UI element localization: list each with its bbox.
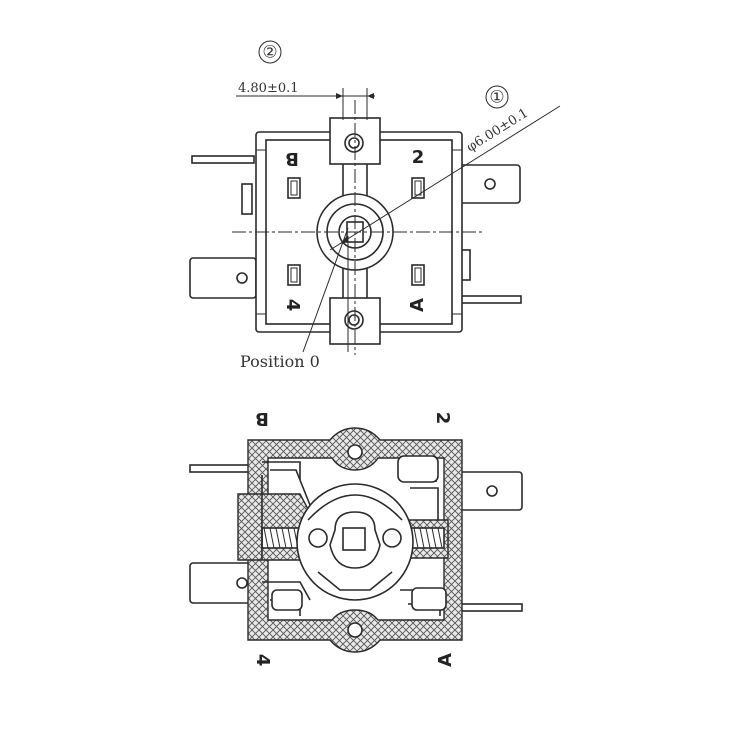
top-view: B 2 4 A 4.80±0.1 ② φ6.00±0.1 ① Positio (189, 40, 561, 371)
section-tab-bottom-left (189, 562, 259, 604)
pin-top-left (191, 155, 255, 164)
section-mount-hole-top (347, 444, 363, 460)
callout-1-label: ① (489, 88, 504, 108)
section-contacts (261, 455, 447, 616)
dimension-width-label: 4.80±0.1 (238, 81, 299, 96)
section-terminal-mark-a: A (435, 653, 456, 667)
tab-top-right (457, 164, 521, 204)
section-tab-top-right (459, 471, 523, 511)
section-mount-hole-bottom (347, 622, 363, 638)
pin-bottom-right (454, 295, 522, 304)
section-terminal-mark-4: 4 (252, 654, 273, 667)
terminal-mark-b: B (285, 148, 299, 169)
tab-bottom-left (189, 257, 257, 299)
section-pin-bottom-right (455, 603, 523, 612)
section-cam (296, 483, 414, 601)
section-terminal-mark-2: 2 (432, 412, 453, 425)
position-indicator: Position 0 (240, 227, 349, 371)
side-nub-left (241, 183, 253, 215)
terminal-mark-2: 2 (412, 147, 425, 168)
terminal-mark-a: A (407, 298, 428, 312)
dimension-width: 4.80±0.1 ② (236, 40, 375, 120)
section-terminal-mark-b: B (255, 408, 269, 429)
callout-1-circle (485, 85, 509, 109)
callout-2-label: ② (262, 43, 277, 63)
terminal-mark-4: 4 (282, 299, 303, 312)
section-housing (247, 427, 463, 653)
contact-slots (287, 177, 425, 286)
callout-2-circle (258, 40, 282, 64)
position-label: Position 0 (240, 352, 320, 371)
section-view: B 2 4 A (189, 408, 523, 667)
